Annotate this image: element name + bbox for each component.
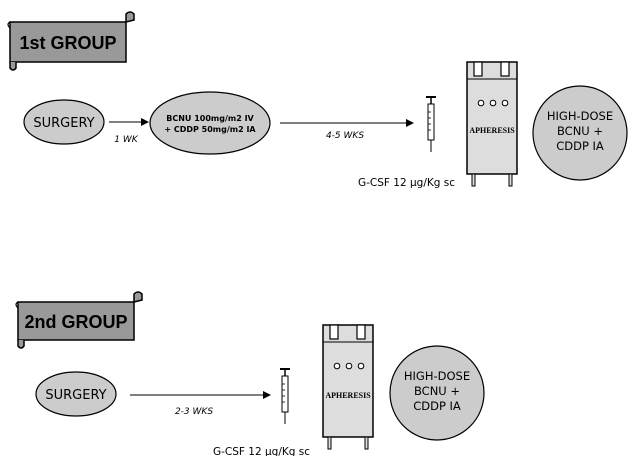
group-1-gcsf-label: G-CSF 12 µg/Kg sc (358, 177, 455, 189)
group-1-apheresis-label: APHERESIS (469, 126, 515, 135)
group-2-apheresis-machine (323, 325, 373, 449)
group-1-highdose-line-3: CDDP IA (556, 139, 604, 153)
group-2: 2nd GROUP SURGERY 2-3 WKS G-CSF 12 µg/Kg… (16, 292, 484, 456)
group-2-apheresis-label: APHERESIS (325, 391, 371, 400)
group-2-highdose-line-2: BCNU + (414, 384, 460, 398)
group-2-highdose-line-3: CDDP IA (413, 399, 461, 413)
group-2-interval: 2-3 WKS (175, 407, 213, 417)
group-1-interval-2: 4-5 WKS (326, 131, 364, 141)
group-1-banner: 1st GROUP (8, 12, 134, 70)
group-2-banner: 2nd GROUP (16, 292, 142, 348)
group-1-apheresis-machine (467, 62, 517, 186)
group-2-gcsf-label: G-CSF 12 µg/Kg sc (213, 446, 310, 456)
group-2-syringe-icon (280, 369, 290, 424)
group-1-chemo-line-1: BCNU 100mg/m2 IV (166, 114, 254, 123)
group-1-interval-1: 1 WK (114, 135, 138, 145)
group-1-syringe-icon (426, 97, 436, 152)
group-1-highdose-line-2: BCNU + (557, 124, 603, 138)
group-1-highdose-line-1: HIGH-DOSE (547, 109, 613, 123)
group-2-highdose-line-1: HIGH-DOSE (404, 369, 470, 383)
group-1-surgery-label: SURGERY (33, 116, 94, 131)
group-2-title: 2nd GROUP (24, 312, 127, 332)
group-2-surgery-label: SURGERY (45, 388, 106, 403)
group-1-title: 1st GROUP (19, 33, 116, 53)
group-1-chemo-node (150, 92, 270, 154)
group-1: 1st GROUP SURGERY 1 WK BCNU 100mg/m2 IV … (8, 12, 627, 189)
group-1-chemo-line-2: + CDDP 50mg/m2 IA (164, 125, 256, 134)
